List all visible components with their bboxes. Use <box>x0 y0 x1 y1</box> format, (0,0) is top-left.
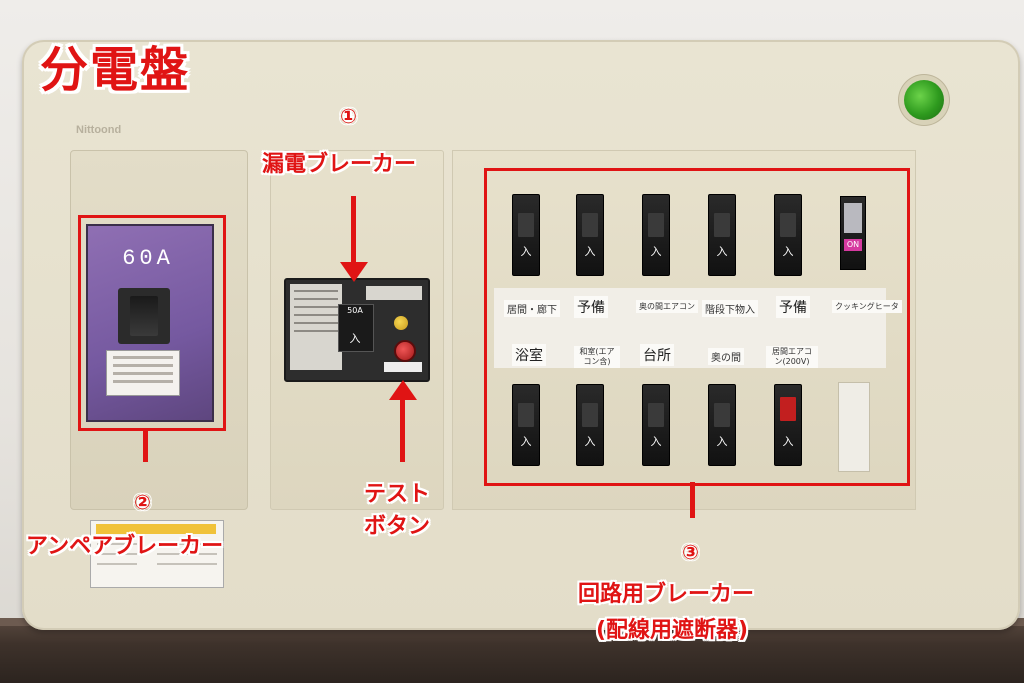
page-title: 分電盤 <box>40 42 191 98</box>
circuit-label: 予備 <box>574 296 608 318</box>
circuit-breaker-bottom-2[interactable]: 入 <box>576 384 604 466</box>
circuit-label: 浴室 <box>512 344 546 366</box>
amp-breaker-label-text: アンペアブレーカー <box>26 534 224 559</box>
test-arrow-head <box>389 380 417 400</box>
leak-arrow-shaft <box>351 196 356 268</box>
circuit-breaker-top-4[interactable]: 入 <box>708 194 736 276</box>
switch-mark: 入 <box>520 245 532 258</box>
circuit-label: 台所 <box>640 344 674 366</box>
circuit-leader-line <box>690 482 695 518</box>
circuit-breaker-top-6[interactable]: ON <box>840 196 866 270</box>
circuit-label-line2: (配線用遮断器) <box>596 618 749 643</box>
leak-indicator-button[interactable] <box>394 316 408 330</box>
test-label-line2: ボタン <box>364 514 431 539</box>
brand-logo: Nittoond <box>76 124 122 136</box>
circuit-breaker-bottom-5[interactable]: 入 <box>774 384 802 466</box>
circuit-breaker-top-5[interactable]: 入 <box>774 194 802 276</box>
switch-mark: 入 <box>650 245 662 258</box>
amp-switch-lever[interactable] <box>130 296 158 336</box>
leak-breaker-label <box>290 284 342 370</box>
switch-mark: 入 <box>520 435 532 448</box>
leak-rating-label <box>366 286 422 300</box>
circuit-label: 居間エアコン(200V) <box>766 346 818 368</box>
test-label-line1: テスト <box>364 482 431 507</box>
circuit-highlight <box>484 168 910 486</box>
test-button-plate <box>384 362 422 372</box>
switch-mark: 入 <box>584 245 596 258</box>
switch-mark: 入 <box>584 435 596 448</box>
circuit-breaker-bottom-3[interactable]: 入 <box>642 384 670 466</box>
switch-mark: 入 <box>650 435 662 448</box>
switch-mark: 入 <box>716 435 728 448</box>
circuit-label: 予備 <box>776 296 810 318</box>
circuit-label: 居間・廊下 <box>504 300 560 317</box>
circuit-breaker-top-3[interactable]: 入 <box>642 194 670 276</box>
amp-rating: 60A <box>122 246 174 271</box>
amp-number: ② <box>134 490 151 514</box>
switch-mark: 入 <box>782 435 794 448</box>
leak-switch-mark: 入 <box>349 332 361 345</box>
switch-mark: 入 <box>782 245 794 258</box>
leak-breaker-switch[interactable] <box>338 304 374 352</box>
on-indicator: ON <box>844 239 862 251</box>
blank-breaker-slot <box>838 382 870 472</box>
circuit-label: 和室(エアコン含) <box>574 346 620 368</box>
test-arrow-shaft <box>400 398 405 462</box>
circuit-number: ③ <box>682 540 699 564</box>
circuit-breaker-bottom-1[interactable]: 入 <box>512 384 540 466</box>
power-indicator-led <box>904 80 944 120</box>
circuit-label: クッキングヒータ <box>832 300 902 313</box>
circuit-breaker-top-2[interactable]: 入 <box>576 194 604 276</box>
leak-breaker-label-text: 漏電ブレーカー <box>262 152 417 177</box>
circuit-label: 奥の間エアコン <box>636 300 698 313</box>
test-button[interactable] <box>394 340 416 362</box>
circuit-breaker-top-1[interactable]: 入 <box>512 194 540 276</box>
switch-mark: 入 <box>716 245 728 258</box>
amp-nameplate <box>106 350 180 396</box>
caution-tag-left <box>96 524 152 534</box>
leak-rating: 50A <box>347 306 363 315</box>
circuit-label: 階段下物入 <box>702 300 758 317</box>
circuit-label: 奥の間 <box>708 348 744 365</box>
circuit-breaker-bottom-4[interactable]: 入 <box>708 384 736 466</box>
leak-number: ① <box>340 104 357 128</box>
amp-leader-line <box>143 428 148 462</box>
leak-arrow-head <box>340 262 368 282</box>
amp-breaker-highlight <box>78 215 226 431</box>
circuit-label-line1: 回路用ブレーカー <box>578 582 755 607</box>
caution-tag-right <box>152 524 216 534</box>
